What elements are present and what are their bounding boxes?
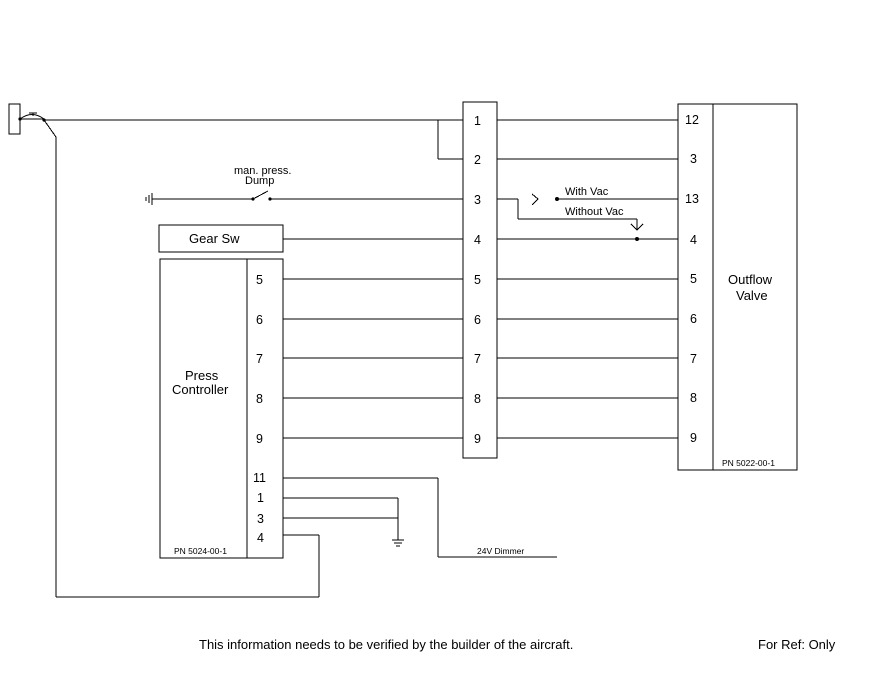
valve-pin: 3	[690, 152, 697, 166]
controller-pin: 4	[257, 531, 264, 545]
dump-label-line1: man. press.	[234, 165, 291, 177]
controller-pin: 11	[253, 471, 266, 485]
wires	[43, 119, 678, 598]
controller-part-number: PN 5024-00-1	[174, 546, 227, 556]
valve-pin: 12	[685, 113, 699, 127]
gear-switch: Gear Sw	[158, 224, 284, 253]
valve-title-line2: Valve	[736, 288, 768, 303]
valve-pin: 6	[690, 312, 697, 326]
terminal-pin: 6	[474, 313, 481, 327]
terminal-pin: 4	[474, 233, 481, 247]
footer-reference: For Ref: Only	[758, 637, 836, 652]
controller-pin: 7	[256, 352, 263, 366]
valve-pin: 7	[690, 352, 697, 366]
terminal-pin: 3	[474, 193, 481, 207]
terminal-pin: 7	[474, 352, 481, 366]
manual-dump-switch: man. press. Dump	[145, 165, 291, 205]
controller-pin: 9	[256, 432, 263, 446]
with-vac-label: With Vac	[565, 186, 609, 198]
terminal-pin: 9	[474, 432, 481, 446]
controller-pin: 6	[256, 313, 263, 327]
press-controller: Press Controller PN 5024-00-1 5 6 7 8 9 …	[159, 258, 284, 559]
chevron-down-icon	[630, 223, 644, 231]
without-vac-label: Without Vac	[565, 206, 624, 218]
chevron-right-icon	[531, 193, 539, 206]
controller-pin: 8	[256, 392, 263, 406]
terminal-block: 1 2 3 4 5 6 7 8 9	[462, 101, 498, 459]
terminal-pin: 1	[474, 114, 481, 128]
valve-pin: 13	[685, 192, 699, 206]
terminal-pin: 8	[474, 392, 481, 406]
controller-pin: 3	[257, 512, 264, 526]
terminal-pin: 2	[474, 153, 481, 167]
breaker-switch	[8, 103, 46, 135]
controller-pin: 5	[256, 273, 263, 287]
valve-pin: 9	[690, 431, 697, 445]
dump-label-line2: Dump	[245, 175, 274, 187]
valve-pin: 4	[690, 233, 697, 247]
controller-pin: 1	[257, 491, 264, 505]
footer-notice: This information needs to be verified by…	[199, 637, 573, 652]
terminal-pin: 5	[474, 273, 481, 287]
wire-return-left	[43, 119, 57, 138]
dimmer-label: 24V Dimmer	[477, 546, 524, 556]
valve-pin: 5	[690, 272, 697, 286]
valve-title-line1: Outflow	[728, 272, 773, 287]
chassis-ground	[392, 539, 404, 547]
outflow-valve: Outflow Valve PN 5022-00-1 12 3 13 4 5 6…	[677, 103, 798, 471]
valve-part-number: PN 5022-00-1	[722, 458, 775, 468]
switch-contact-icon	[18, 117, 22, 121]
controller-title-line1: Press	[185, 368, 219, 383]
vac-jumper: With Vac Without Vac	[531, 186, 644, 241]
valve-pin: 8	[690, 391, 697, 405]
controller-title-line2: Controller	[172, 382, 229, 397]
gear-switch-label: Gear Sw	[189, 231, 240, 246]
